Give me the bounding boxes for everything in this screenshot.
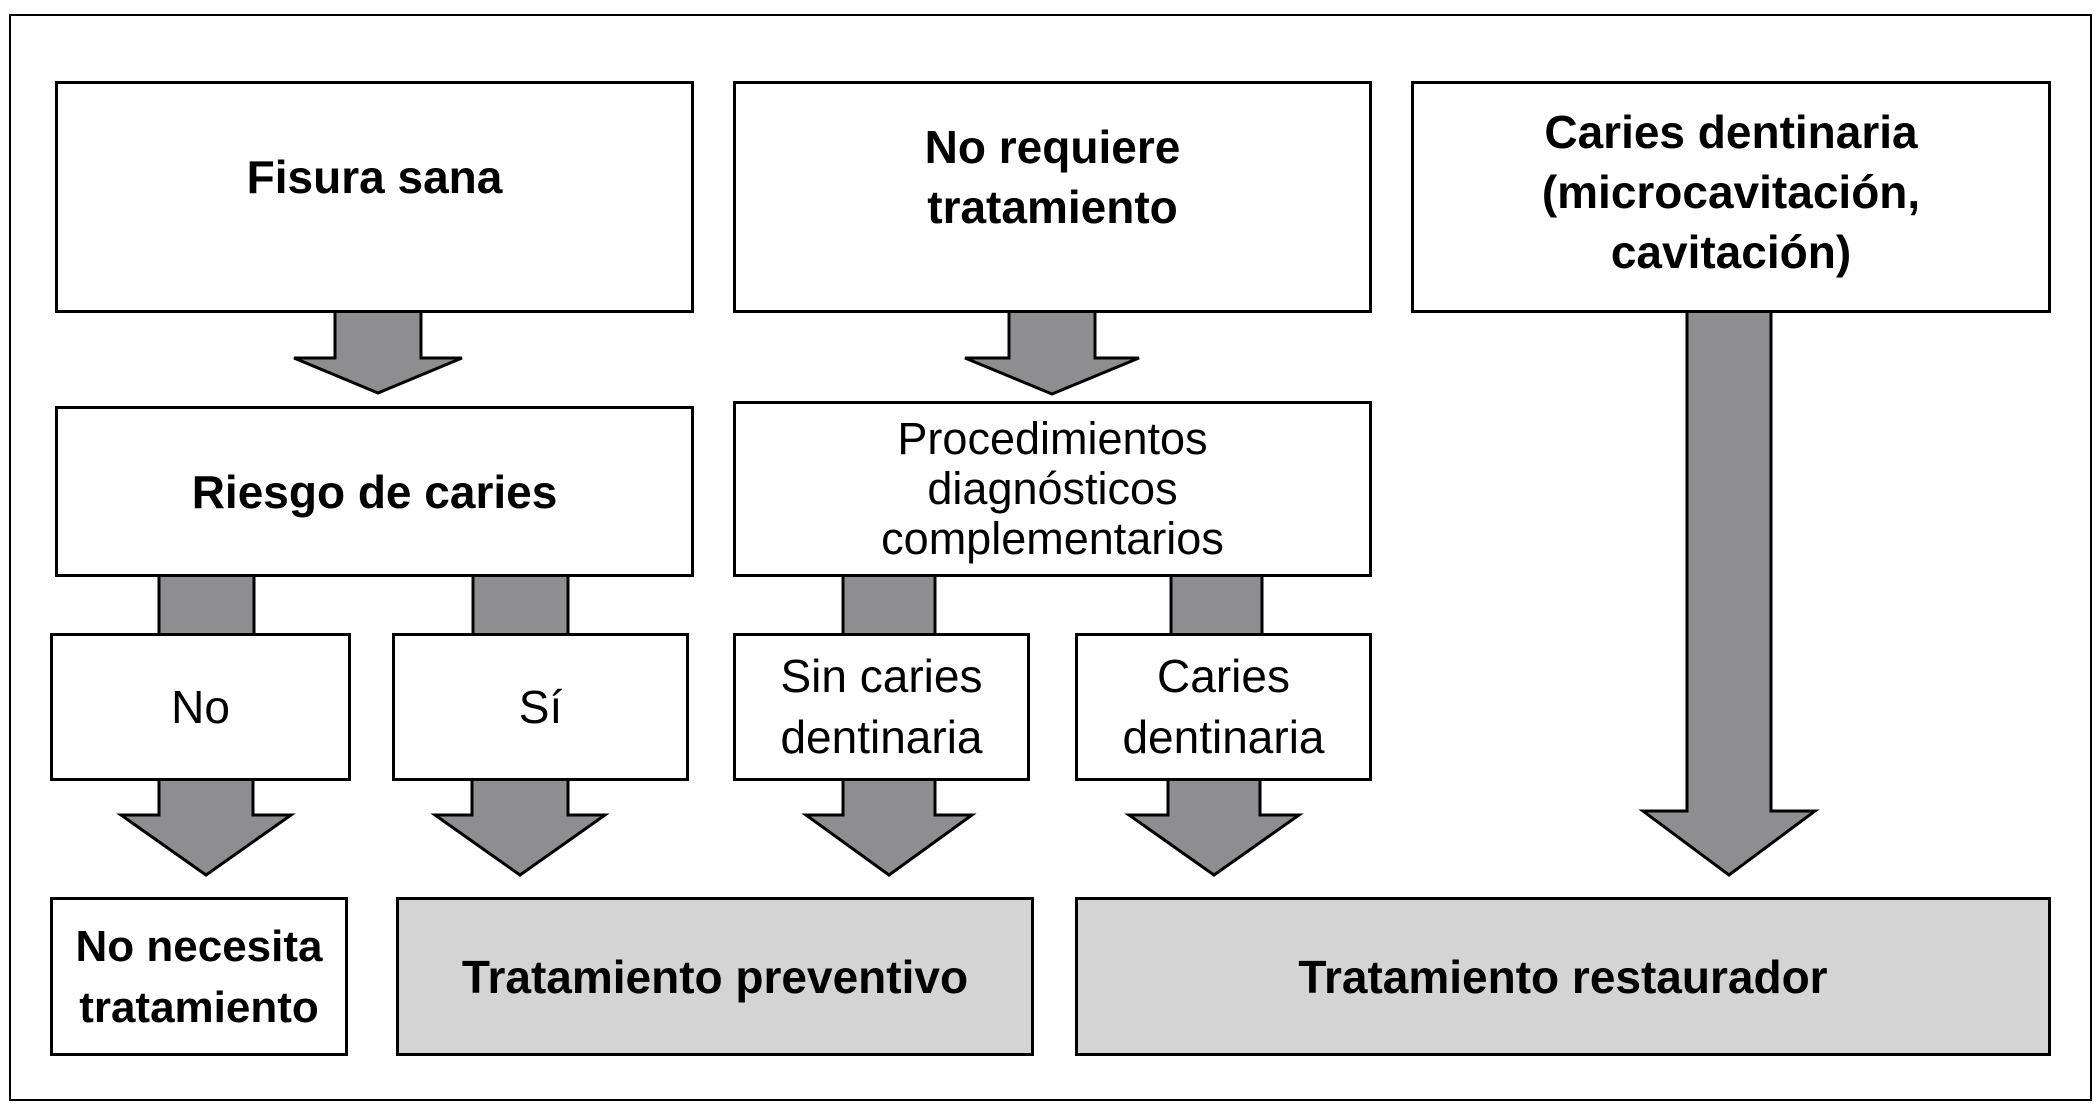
no-necesita-tratamiento-line-2: tratamiento xyxy=(79,982,319,1032)
no-box: No xyxy=(50,633,351,781)
no-requiere-tratamiento-line-1: No requiere xyxy=(924,121,1181,173)
procedimientos-diagnosticos-line-1: Procedimientos xyxy=(897,413,1208,464)
no-necesita-tratamiento-label: No necesita tratamiento xyxy=(76,916,323,1038)
sin-caries-dentinaria-line-1: Sin caries xyxy=(780,650,983,702)
no-requiere-tratamiento-line-2: tratamiento xyxy=(927,181,1178,233)
arrow-no-to-no-necesita xyxy=(116,776,296,877)
sin-caries-dentinaria-label: Sin caries dentinaria xyxy=(780,646,982,768)
arrow-caries-to-restaurador xyxy=(1124,776,1304,877)
caries-dentinaria-cavitacion-line-2: (microcavitación, xyxy=(1541,166,1921,218)
tratamiento-restaurador-label: Tratamiento restaurador xyxy=(1298,950,1828,1003)
caries-dentinaria-box: Caries dentinaria xyxy=(1075,633,1372,781)
arrow-si-to-preventivo xyxy=(430,776,610,877)
si-label: Sí xyxy=(518,680,563,733)
fisura-sana-label: Fisura sana xyxy=(246,151,503,203)
caries-dentinaria-cavitacion-line-1: Caries dentinaria xyxy=(1544,106,1918,158)
arrow-sin-caries-to-preventivo xyxy=(801,776,977,877)
caries-dentinaria-line-1: Caries xyxy=(1157,650,1290,702)
connector-riesgo-to-no xyxy=(157,572,256,638)
caries-dentinaria-label: Caries dentinaria xyxy=(1122,646,1324,768)
caries-dentinaria-cavitacion-label: Caries dentinaria (microcavitación, cavi… xyxy=(1542,102,1920,282)
no-necesita-tratamiento-box: No necesita tratamiento xyxy=(50,897,348,1056)
sin-caries-dentinaria-box: Sin caries dentinaria xyxy=(733,633,1030,781)
si-box: Sí xyxy=(392,633,689,781)
arrow-fisura-sana-to-riesgo xyxy=(293,308,463,395)
no-necesita-tratamiento-line-1: No necesita xyxy=(75,921,323,971)
no-label: No xyxy=(171,680,230,733)
procedimientos-diagnosticos-line-3: complementarios xyxy=(881,513,1224,564)
diagram-frame xyxy=(9,14,2092,1101)
connector-procedimientos-to-caries xyxy=(1169,572,1264,638)
connector-procedimientos-to-sin-caries xyxy=(841,572,937,638)
tratamiento-preventivo-label: Tratamiento preventivo xyxy=(461,950,969,1003)
procedimientos-diagnosticos-line-2: diagnósticos xyxy=(927,463,1178,514)
riesgo-de-caries-label: Riesgo de caries xyxy=(191,465,558,518)
procedimientos-diagnosticos-label: Procedimientos diagnósticos complementar… xyxy=(881,414,1224,564)
no-requiere-tratamiento-label: No requiere tratamiento xyxy=(925,117,1181,237)
connector-riesgo-to-si xyxy=(471,572,570,638)
caries-dentinaria-line-2: dentinaria xyxy=(1122,711,1325,763)
riesgo-de-caries-box: Riesgo de caries xyxy=(55,406,694,577)
no-requiere-tratamiento-box: No requiere tratamiento xyxy=(733,81,1372,313)
sin-caries-dentinaria-line-2: dentinaria xyxy=(780,711,983,763)
caries-dentinaria-cavitacion-box: Caries dentinaria (microcavitación, cavi… xyxy=(1411,81,2051,313)
tratamiento-restaurador-box: Tratamiento restaurador xyxy=(1075,897,2051,1056)
tratamiento-preventivo-box: Tratamiento preventivo xyxy=(396,897,1034,1056)
procedimientos-diagnosticos-box: Procedimientos diagnósticos complementar… xyxy=(733,401,1372,577)
fisura-sana-box: Fisura sana xyxy=(55,81,694,313)
caries-dentinaria-cavitacion-line-3: cavitación) xyxy=(1610,226,1852,278)
arrow-no-requiere-to-procedimientos xyxy=(964,308,1140,396)
arrow-caries-cavitacion-to-restaurador xyxy=(1638,308,1820,877)
